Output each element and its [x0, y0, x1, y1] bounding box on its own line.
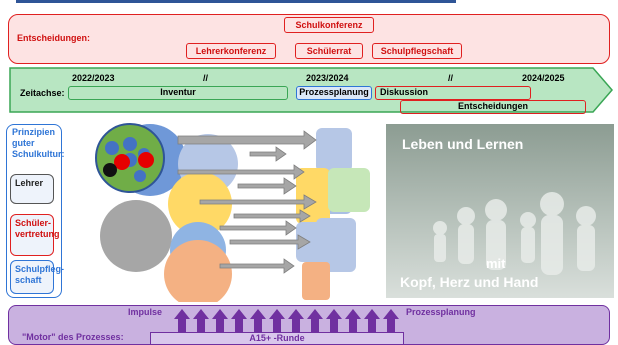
prozessplanung-label: Prozessplanung: [406, 307, 476, 317]
year-2024: 2024/2025: [522, 73, 565, 83]
phase-entscheidungen: Entscheidungen: [400, 100, 586, 114]
circle-orange: [164, 240, 232, 302]
year-sep-1: //: [203, 73, 209, 83]
year-sep-2: //: [448, 73, 454, 83]
block-yellow: [296, 168, 330, 224]
timeline-label: Zeitachse:: [20, 88, 65, 98]
motor-label: "Motor" des Prozesses:: [22, 332, 124, 342]
photo-mit: mit: [486, 256, 506, 271]
a15-round-box: A15+ -Runde: [150, 332, 404, 345]
year-2023: 2023/2024: [306, 73, 349, 83]
dot-blue-2: [123, 137, 137, 151]
decisions-label: Entscheidungen:: [17, 33, 91, 43]
upward-arrows-icon: [174, 309, 399, 333]
decision-lehrerkonferenz: Lehrerkonferenz: [186, 43, 276, 59]
dot-red-2: [114, 154, 130, 170]
photo-panel: Leben und Lernen mit Kopf, Herz und Hand: [386, 124, 614, 298]
decision-schulpflegschaft: Schulpflegschaft: [372, 43, 462, 59]
group-schuelervertretung: Schüler-vertretung: [10, 214, 60, 256]
dot-red-1: [138, 152, 154, 168]
phase-inventur: Inventur: [68, 86, 288, 100]
top-rule: [16, 0, 456, 3]
people-silhouettes-icon: [433, 192, 596, 275]
circle-gray: [100, 200, 172, 272]
group-schulpflegschaft: Schulpfleg-schaft: [10, 260, 64, 294]
decision-schuelerrat: Schülerrat: [295, 43, 363, 59]
decision-schulkonferenz: Schulkonferenz: [284, 17, 374, 33]
block-green: [328, 168, 370, 212]
block-blue-1: [316, 128, 352, 172]
dot-blue-1: [105, 141, 119, 155]
dot-blue-5: [134, 170, 146, 182]
principles-panel: [6, 124, 62, 298]
principles-title: Prinzipien guter Schulkultur:: [12, 127, 65, 159]
photo-subtitle: Kopf, Herz und Hand: [400, 274, 539, 290]
block-blue-4: [316, 218, 356, 272]
block-orange: [302, 262, 330, 300]
group-lehrer: Lehrer: [10, 174, 54, 204]
impulse-label: Impulse: [128, 307, 163, 317]
dot-black: [103, 163, 117, 177]
photo-title: Leben und Lernen: [402, 136, 524, 152]
process-graphic: [95, 123, 370, 302]
year-2022: 2022/2023: [72, 73, 115, 83]
phase-diskussion: Diskussion: [375, 86, 531, 100]
phase-prozessplanung: Prozessplanung: [296, 86, 372, 100]
